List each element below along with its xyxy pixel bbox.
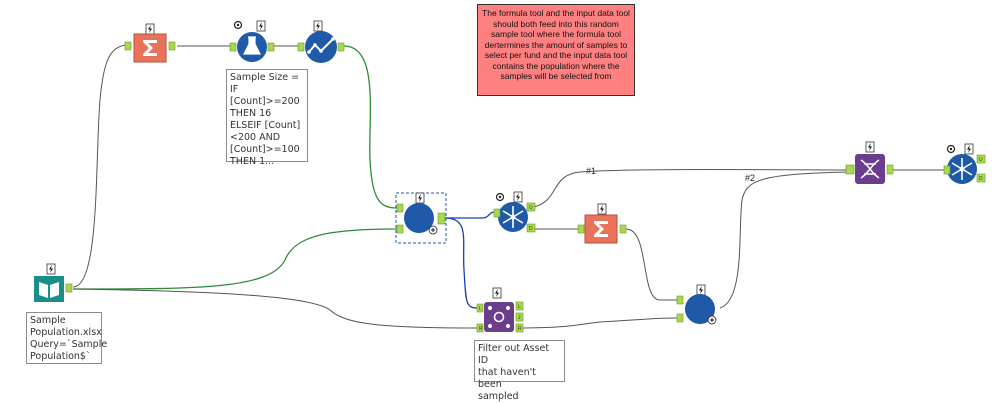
anchor-letter-ro: R — [518, 326, 522, 332]
summarize-tool-2[interactable] — [577, 203, 627, 244]
output-anchor[interactable] — [437, 212, 446, 225]
join-output-anchor[interactable] — [515, 312, 524, 322]
union-tool-2[interactable] — [676, 284, 717, 325]
join-icon — [488, 306, 510, 328]
dna-icon — [860, 159, 880, 179]
flask-icon — [243, 36, 261, 55]
anchor-letter-u: U — [529, 205, 533, 211]
anchor-letter-u2: U — [979, 157, 983, 163]
connection-label-2: #2 — [745, 173, 756, 183]
wire-randsample-to-append[interactable] — [343, 45, 398, 209]
output-anchor[interactable] — [267, 42, 275, 52]
duplicate-anchor[interactable] — [526, 223, 536, 233]
comment-box[interactable]: The formula tool and the input data tool… — [477, 4, 635, 96]
input-anchor[interactable] — [297, 42, 305, 52]
input-anchor-bottom[interactable] — [396, 224, 404, 234]
input-anchor-bottom[interactable] — [676, 313, 684, 323]
comment-text: The formula tool and the input data tool… — [482, 8, 630, 81]
sigma-icon — [143, 40, 157, 56]
anchor-letter-lo: L — [518, 304, 521, 310]
wire-input-to-join-right[interactable] — [72, 288, 478, 329]
right-output-anchor[interactable] — [515, 323, 524, 333]
output-anchor[interactable] — [65, 283, 73, 293]
wire-append-to-join-left[interactable] — [444, 217, 478, 309]
output-anchor[interactable] — [168, 41, 176, 51]
unique-tool-2[interactable] — [943, 143, 986, 184]
wire-input-to-append[interactable] — [72, 228, 398, 290]
unique-anchor[interactable] — [976, 154, 986, 164]
unique-anchor[interactable] — [526, 202, 536, 212]
input-anchor[interactable] — [577, 224, 585, 234]
formula-tool[interactable] — [229, 20, 275, 62]
wire-join2-to-select[interactable] — [719, 171, 849, 309]
left-input-anchor[interactable] — [476, 303, 484, 313]
right-input-anchor[interactable] — [476, 323, 484, 333]
unique-tool[interactable] — [493, 191, 536, 233]
output-anchor[interactable] — [337, 42, 345, 52]
wire-join-to-join2[interactable] — [517, 317, 678, 329]
anchor-letter-r: R — [479, 326, 483, 332]
anchor-letter-l: L — [479, 306, 482, 312]
random-sample-tool[interactable] — [297, 20, 345, 63]
left-output-anchor[interactable] — [515, 301, 524, 311]
book-icon — [39, 282, 59, 298]
join-annotation[interactable]: Filter out Asset ID that haven't been sa… — [474, 340, 565, 402]
append-tool[interactable] — [395, 192, 447, 244]
input-data-tool[interactable] — [34, 263, 73, 302]
connections — [72, 44, 944, 329]
plus-icon — [710, 318, 714, 322]
connection-label-1: #1 — [586, 166, 597, 176]
wire-input-to-summarize[interactable] — [72, 44, 131, 288]
wire-unique-to-select[interactable] — [533, 169, 849, 208]
duplicate-anchor[interactable] — [976, 173, 986, 183]
wire-append-to-unique[interactable] — [445, 211, 496, 219]
dna-tool[interactable] — [845, 141, 894, 184]
input-anchor[interactable] — [845, 164, 855, 175]
anchor-letters: L R L J R U D U D — [479, 157, 983, 332]
input-anchor[interactable] — [124, 41, 132, 51]
output-anchor[interactable] — [619, 224, 627, 234]
anchor-letter-d2: D — [979, 176, 983, 182]
input-anchor[interactable] — [493, 208, 501, 218]
sigma-icon — [594, 221, 608, 237]
anchor-letter-j: J — [518, 315, 521, 321]
input-anchor-top[interactable] — [676, 295, 684, 305]
wire-summarize2-to-join2[interactable] — [625, 228, 677, 301]
input-anchor[interactable] — [229, 42, 237, 52]
output-anchor[interactable] — [886, 164, 894, 175]
summarize-tool-1[interactable] — [124, 23, 176, 63]
input-annotation[interactable]: Sample Population.xlsx Query=`Sample Pop… — [26, 312, 107, 364]
sample-icon — [308, 38, 334, 53]
plus-icon — [431, 228, 435, 232]
formula-annotation[interactable]: Sample Size = IF [Count]>=200 THEN 16 EL… — [226, 69, 308, 167]
input-anchor[interactable] — [943, 165, 951, 175]
input-anchor-top[interactable] — [396, 203, 404, 213]
anchor-letter-d: D — [529, 226, 533, 232]
join-tool-1[interactable] — [476, 287, 524, 333]
